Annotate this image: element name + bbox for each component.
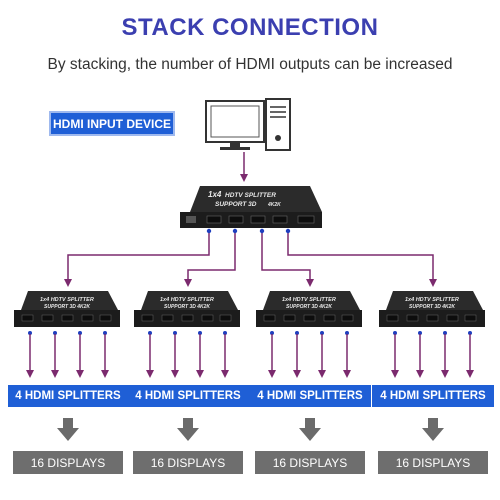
port-dot [393, 331, 397, 335]
page-subtitle: By stacking, the number of HDMI outputs … [47, 56, 453, 73]
port-dot [270, 331, 274, 335]
input-device-badge: HDMI INPUT DEVICE [49, 111, 175, 136]
main-splitter-device: 1x4 HDTV SPLITTER SUPPORT 3D 4K2K [180, 186, 322, 228]
arrow-down-icon [422, 418, 444, 441]
displays-box: 16 DISPLAYS [378, 451, 488, 474]
port-dot [148, 331, 152, 335]
arrow-down-icon [299, 418, 321, 441]
sub-splitter-label-line1: 1x4 HDTV SPLITTER [160, 297, 214, 303]
sub-splitter-label-line2: SUPPORT 3D 4K2K [286, 304, 332, 310]
sub-splitter-label-line1: 1x4 HDTV SPLITTER [405, 297, 459, 303]
page-title: STACK CONNECTION [121, 14, 379, 41]
port-dot [173, 331, 177, 335]
hdmi-splitters-badge: 4 HDMI SPLITTERS [372, 385, 494, 407]
port-dot [345, 331, 349, 335]
hdmi-splitters-badge: 4 HDMI SPLITTERS [249, 385, 371, 407]
splitter-label-line1b: HDTV SPLITTER [225, 192, 276, 199]
port-dots [206, 228, 291, 234]
port-dot [295, 331, 299, 335]
port-dot [468, 331, 472, 335]
port-dot [103, 331, 107, 335]
port-dot [443, 331, 447, 335]
splitter-label-line1: 1x4 [208, 190, 222, 199]
splitter-label-line2b: 4K2K [267, 202, 281, 208]
port-dot [53, 331, 57, 335]
port-dot [320, 331, 324, 335]
displays-box: 16 DISPLAYS [133, 451, 243, 474]
arrow-down-icon [57, 418, 79, 441]
sub-splitter-label-line2: SUPPORT 3D 4K2K [164, 304, 210, 310]
port-dot [198, 331, 202, 335]
sub-splitter-label-line1: 1x4 HDTV SPLITTER [40, 297, 94, 303]
arrow-down-icon [177, 418, 199, 441]
hdmi-splitters-badge: 4 HDMI SPLITTERS [127, 385, 249, 407]
computer-icon [205, 98, 291, 151]
branch-connectors [64, 229, 437, 287]
sub-splitter-label-line2: SUPPORT 3D 4K2K [44, 304, 90, 310]
splitter-label-line2: SUPPORT 3D [215, 201, 257, 208]
port-dot [28, 331, 32, 335]
port-dot [78, 331, 82, 335]
port-dot [223, 331, 227, 335]
port-dot [418, 331, 422, 335]
sub-splitter-label-line2: SUPPORT 3D 4K2K [409, 304, 455, 310]
displays-box: 16 DISPLAYS [255, 451, 365, 474]
displays-box: 16 DISPLAYS [13, 451, 123, 474]
hdmi-splitters-badge: 4 HDMI SPLITTERS [8, 385, 128, 407]
sub-splitter-label-line1: 1x4 HDTV SPLITTER [282, 297, 336, 303]
